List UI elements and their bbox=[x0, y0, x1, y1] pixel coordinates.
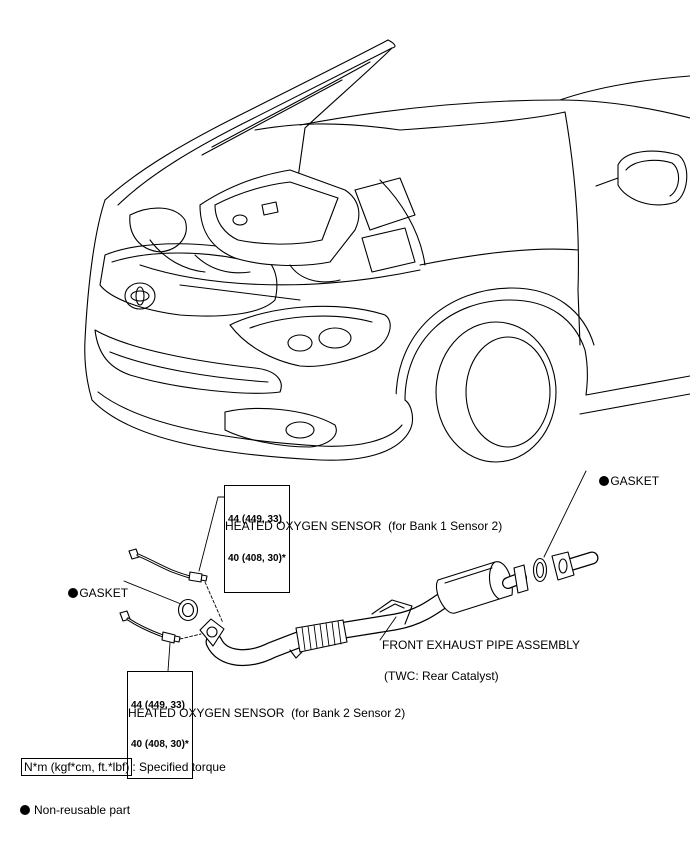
oxygen-sensor-bank2 bbox=[119, 610, 202, 644]
gasket-right-text: GASKET bbox=[610, 474, 660, 488]
toyota-emblem-icon bbox=[124, 282, 156, 310]
open-hood bbox=[104, 39, 396, 236]
gasket-right-part bbox=[532, 557, 548, 583]
torque-bank2-line2: 40 (408, 30)* bbox=[131, 739, 189, 750]
front-tire bbox=[435, 321, 557, 463]
engine-cover bbox=[199, 169, 360, 267]
twc-label: (TWC: Rear Catalyst) bbox=[384, 669, 499, 683]
leader-front-pipe bbox=[379, 616, 397, 641]
headlamp bbox=[229, 305, 391, 367]
sensor-bank2-label: HEATED OXYGEN SENSOR (for Bank 2 Sensor … bbox=[128, 706, 406, 720]
non-reusable-dot-icon bbox=[20, 805, 30, 815]
torque-bank1-line2: 40 (408, 30)* bbox=[228, 553, 286, 564]
leader-gasket-right bbox=[543, 470, 587, 558]
engine-cover-logo-icon bbox=[232, 214, 248, 226]
front-fender bbox=[395, 111, 690, 415]
leader-sensor-bank1 bbox=[198, 496, 225, 572]
front-pipe-label: FRONT EXHAUST PIPE ASSEMBLY bbox=[382, 638, 581, 652]
strut-tower bbox=[129, 207, 187, 253]
legend-torque-desc: : Specified torque bbox=[132, 760, 226, 774]
vehicle-front-view bbox=[84, 39, 690, 463]
front-wheel bbox=[435, 321, 557, 463]
torque-bank2-line1: 44 (449, 33) bbox=[131, 700, 185, 711]
front-pipe-flange bbox=[199, 618, 225, 647]
flexible-pipe bbox=[289, 619, 348, 659]
leader-lines bbox=[123, 470, 587, 672]
engine-compartment bbox=[129, 169, 426, 301]
exhaust-outlet-pipe bbox=[551, 551, 599, 581]
gasket-left-part bbox=[177, 598, 199, 622]
wheel-arch bbox=[404, 299, 588, 401]
legend-nonreusable: Non-reusable part bbox=[20, 803, 130, 817]
front-exhaust-pipe-assembly bbox=[199, 561, 529, 667]
leader-sensor-bank2 bbox=[167, 642, 171, 672]
non-reusable-dot-icon bbox=[599, 476, 610, 486]
windshield-area bbox=[254, 75, 690, 131]
air-cleaner-box bbox=[354, 177, 416, 231]
heat-shield bbox=[371, 599, 413, 625]
oxygen-sensor-bank1 bbox=[128, 548, 224, 624]
non-reusable-dot-icon bbox=[68, 588, 79, 598]
gasket-left-text: GASKET bbox=[79, 586, 129, 600]
legend-torque-units: N*m (kgf*cm, ft.*lbf) bbox=[21, 758, 133, 776]
upper-grille bbox=[99, 243, 278, 317]
legend-nonreusable-desc: Non-reusable part bbox=[34, 803, 131, 817]
gasket-left-label: GASKET bbox=[55, 572, 128, 614]
leader-gasket-left bbox=[123, 580, 182, 605]
front-bumper bbox=[84, 199, 414, 461]
sensor-bank1-label: HEATED OXYGEN SENSOR (for Bank 1 Sensor … bbox=[225, 519, 503, 533]
battery bbox=[361, 227, 416, 273]
sensor-bank1-install-line bbox=[204, 581, 224, 624]
gasket-right-label: GASKET bbox=[586, 460, 659, 502]
torque-spec-bank1: 44 (449, 33) 40 (408, 30)* bbox=[224, 485, 290, 593]
catalytic-converter bbox=[436, 561, 513, 614]
front-rim bbox=[465, 336, 551, 448]
sensor-bank2-install-line bbox=[179, 633, 202, 640]
torque-spec-bank2: 44 (449, 33) 40 (408, 30)* bbox=[127, 671, 193, 779]
legend-torque: N*m (kgf*cm, ft.*lbf): Specified torque bbox=[21, 758, 226, 776]
side-mirror bbox=[595, 150, 688, 206]
rear-flange bbox=[513, 564, 529, 594]
rocker-panel bbox=[585, 375, 690, 396]
radiator-support bbox=[139, 264, 421, 286]
fog-lamp bbox=[224, 407, 337, 448]
lower-air-intake bbox=[94, 329, 282, 394]
torque-bank1-line1: 44 (449, 33) bbox=[228, 514, 282, 525]
